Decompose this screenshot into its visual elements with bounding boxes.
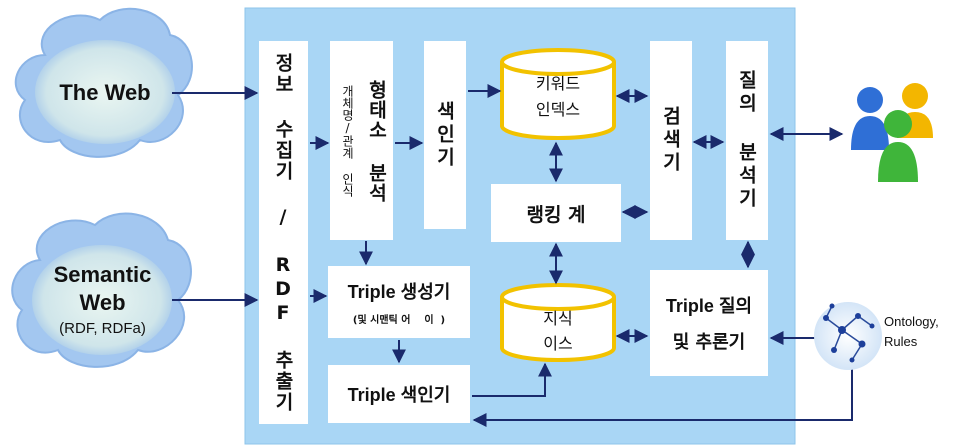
triple-gen-label: Triple 생성기 <box>347 282 451 302</box>
knowledge-label-1: 지식 <box>543 309 573 328</box>
ranking-label: 랭킹 계 <box>526 203 586 226</box>
knowledge-base-cylinder <box>500 283 616 362</box>
crawler-label: 정보 수집기 / RDF 추출기 <box>272 52 294 413</box>
triple-query-label-1: Triple 질의 <box>665 296 753 316</box>
keyword-index-cylinder <box>500 48 616 140</box>
ranking-box <box>491 184 621 242</box>
search-box <box>650 41 692 240</box>
entity-label: 개체명/관계 인식 <box>340 85 355 197</box>
the-web-label: The Web <box>59 80 151 105</box>
indexer-box <box>424 41 466 229</box>
ontology-label-1: Ontology, <box>884 314 939 329</box>
semantic-web-title2: Web <box>79 290 126 315</box>
arrow-tripleindex-to-knowledge <box>472 362 552 397</box>
triple-query-box <box>650 270 768 376</box>
crawler-box <box>259 41 308 424</box>
search-label: 검색기 <box>659 106 682 175</box>
triple-index-box <box>328 365 470 423</box>
morph-box <box>330 41 393 240</box>
semantic-web-subtitle: (RDF, RDFa) <box>59 320 146 337</box>
indexer-label: 색인기 <box>433 100 456 170</box>
cloud-semantic-web <box>11 212 192 368</box>
cloud-the-web <box>14 7 193 158</box>
keyword-index-label-2: 인덱스 <box>535 100 581 119</box>
ontology-network-icon <box>814 302 882 370</box>
ontology-label-2: Rules <box>884 334 918 349</box>
triple-gen-box <box>328 266 470 338</box>
arrow-ontology-to-tripleindex <box>472 366 853 427</box>
users-icon <box>851 83 933 182</box>
query-label: 질의 분석기 <box>735 70 758 211</box>
query-box <box>726 41 768 240</box>
semantic-web-title: Semantic <box>53 262 152 287</box>
morph-label: 형태소 분석 <box>365 79 388 203</box>
triple-index-label: Triple 색인기 <box>347 385 451 405</box>
knowledge-label-2: 이스 <box>543 334 573 353</box>
triple-gen-sublabel: (및 시맨틱 어 이 ) <box>352 314 446 326</box>
triple-query-label-2: 및 추론기 <box>672 332 746 353</box>
keyword-index-label-1: 키워드 <box>535 74 581 93</box>
